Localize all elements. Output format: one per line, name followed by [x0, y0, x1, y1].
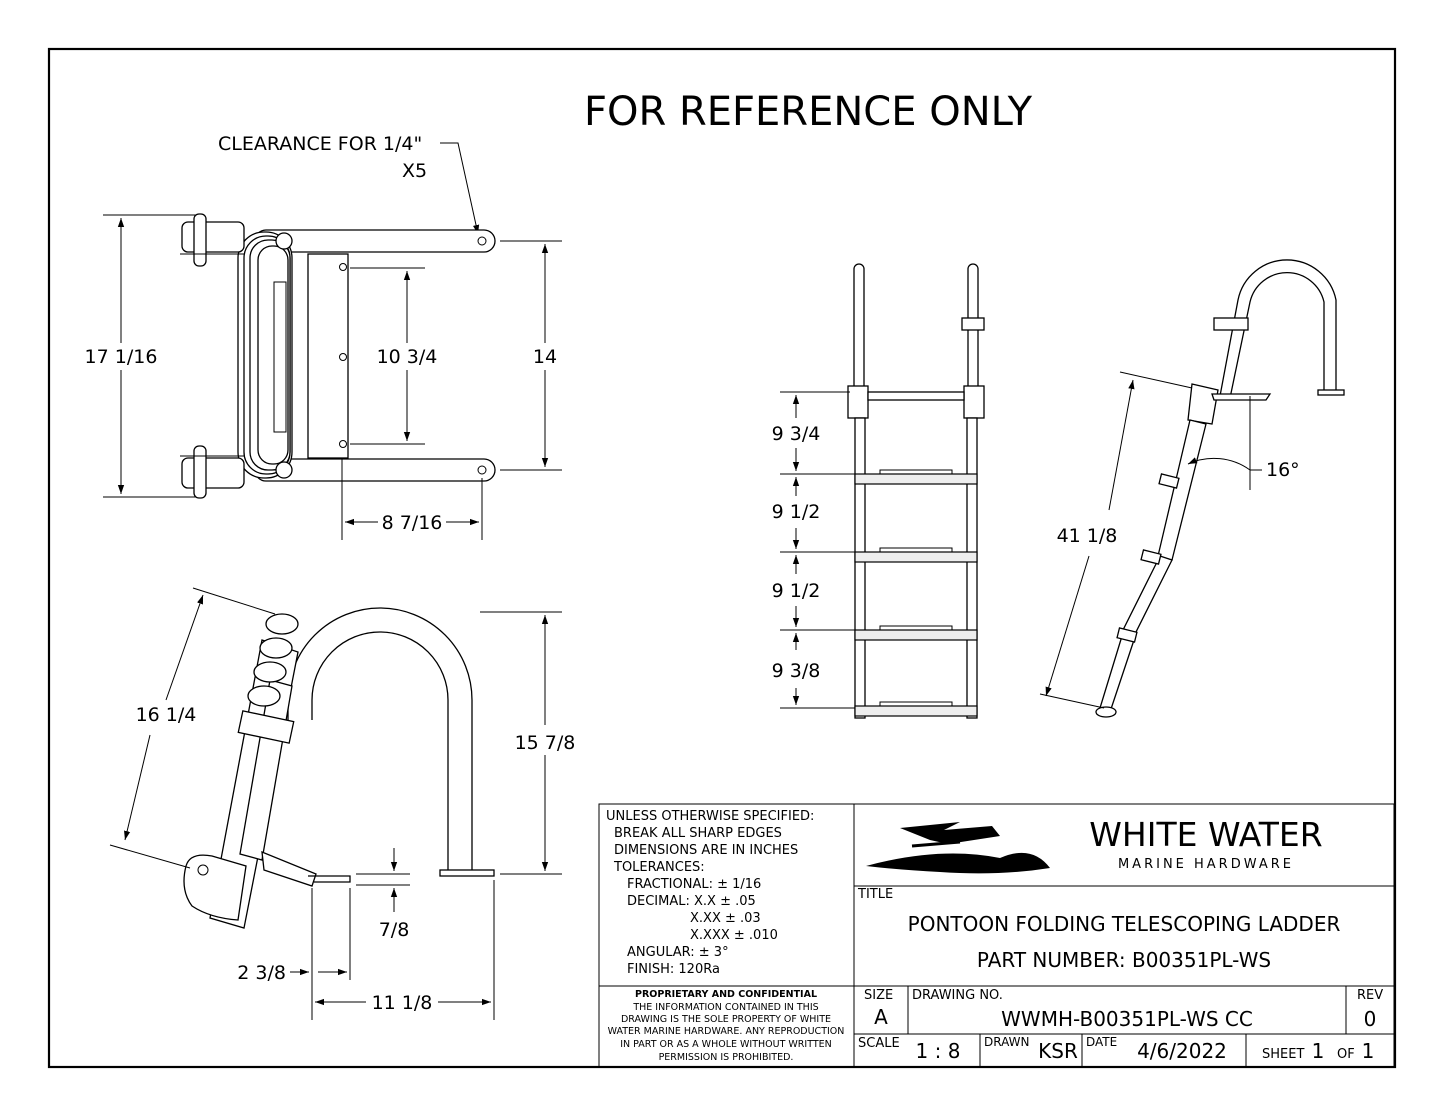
sheet-label: SHEET: [1262, 1047, 1304, 1062]
dim-step4: 9 3/8: [772, 660, 821, 682]
scale-label: SCALE: [858, 1036, 900, 1051]
date-value: 4/6/2022: [1137, 1039, 1227, 1063]
dim-top-width: 8 7/16: [382, 512, 443, 534]
company-tagline: MARINE HARDWARE: [1118, 857, 1294, 872]
sheet-value: 1: [1312, 1039, 1325, 1063]
dim-side-reach: 11 1/8: [372, 992, 433, 1014]
dim-top-span: 14: [533, 346, 557, 368]
boat-logo-icon: [866, 822, 1050, 874]
note-line-1: UNLESS OTHERWISE SPECIFIED:: [606, 809, 814, 824]
dim-side-foot: 7/8: [379, 919, 410, 941]
drawing-no-label: DRAWING NO.: [912, 988, 1003, 1003]
dim-step2: 9 1/2: [772, 501, 821, 523]
top-view: CLEARANCE FOR 1/4" X5 17 1/16: [85, 133, 562, 540]
note-line-9: ANGULAR: ± 3°: [627, 945, 729, 960]
rev-value: 0: [1364, 1007, 1377, 1031]
reference-title: FOR REFERENCE ONLY: [584, 89, 1033, 135]
angled-view: 41 1/8 16°: [1039, 259, 1345, 718]
sheet-total: 1: [1362, 1039, 1375, 1063]
note-line-3: DIMENSIONS ARE IN INCHES: [614, 843, 798, 858]
dim-step1: 9 3/4: [772, 423, 821, 445]
date-label: DATE: [1086, 1035, 1117, 1049]
title-label: TITLE: [857, 887, 893, 902]
note-line-10: FINISH: 120Ra: [627, 962, 720, 977]
dim-angle: 16°: [1266, 459, 1300, 481]
note-line-4: TOLERANCES:: [613, 860, 705, 875]
clearance-callout-line2: X5: [402, 160, 427, 182]
side-view: 16 1/4 15 7/8 7/8 2 3/8 11 1/8: [109, 587, 576, 1020]
proprietary-line-5: PERMISSION IS PROHIBITED.: [659, 1052, 794, 1063]
proprietary-line-2: DRAWING IS THE SOLE PROPERTY OF WHITE: [621, 1014, 831, 1025]
rev-label: REV: [1357, 988, 1383, 1003]
title-block: UNLESS OTHERWISE SPECIFIED: BREAK ALL SH…: [598, 803, 1395, 1068]
front-view: 9 3/4 9 1/2 9 1/2 9 3/8: [772, 263, 985, 719]
of-label: OF: [1337, 1047, 1355, 1062]
proprietary-line-1: THE INFORMATION CONTAINED IN THIS: [632, 1002, 818, 1013]
note-line-7: X.XX ± .03: [690, 911, 761, 926]
company-name: WHITE WATER: [1089, 815, 1322, 854]
proprietary-title: PROPRIETARY AND CONFIDENTIAL: [635, 989, 817, 1000]
dim-side-offset: 2 3/8: [237, 962, 286, 984]
dim-top-overall: 17 1/16: [85, 346, 158, 368]
note-line-6: DECIMAL: X.X ± .05: [627, 894, 756, 909]
size-value: A: [874, 1005, 888, 1029]
dim-side-height: 15 7/8: [515, 732, 576, 754]
part-number: PART NUMBER: B00351PL-WS: [977, 948, 1271, 972]
drawing-title: PONTOON FOLDING TELESCOPING LADDER: [908, 912, 1341, 936]
proprietary-line-3: WATER MARINE HARDWARE. ANY REPRODUCTION: [608, 1026, 845, 1037]
drawn-value: KSR: [1038, 1039, 1078, 1063]
scale-value: 1 : 8: [916, 1039, 961, 1063]
note-line-5: FRACTIONAL: ± 1/16: [627, 877, 761, 892]
dim-length-extended: 41 1/8: [1057, 525, 1118, 547]
note-line-2: BREAK ALL SHARP EDGES: [614, 826, 782, 841]
size-label: SIZE: [864, 988, 893, 1003]
note-line-8: X.XXX ± .010: [690, 928, 778, 943]
drawn-label: DRAWN: [984, 1035, 1030, 1049]
dim-side-length: 16 1/4: [136, 704, 197, 726]
dim-step3: 9 1/2: [772, 580, 821, 602]
drawing-no-value: WWMH-B00351PL-WS CC: [1001, 1007, 1253, 1031]
proprietary-line-4: IN PART OR AS A WHOLE WITHOUT WRITTEN: [620, 1039, 832, 1050]
clearance-callout-line1: CLEARANCE FOR 1/4": [218, 133, 422, 155]
dim-top-holes: 10 3/4: [377, 346, 438, 368]
